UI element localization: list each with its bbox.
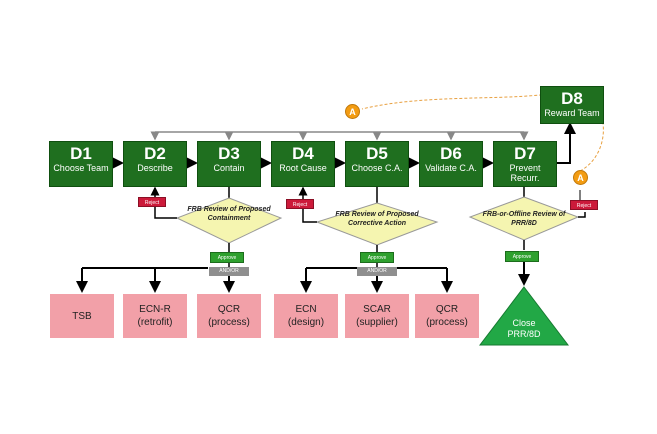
step-d6-name: Validate C.A. xyxy=(425,163,477,173)
step-d4-name: Root Cause xyxy=(279,163,327,173)
reject-tag-prr: Reject xyxy=(570,200,598,210)
action-ecn-r-line1: ECN-R xyxy=(139,304,171,315)
step-d1: D1 Choose Team xyxy=(49,141,113,187)
step-d4: D4 Root Cause xyxy=(271,141,335,187)
step-d8: D8 Reward Team xyxy=(540,86,604,124)
close-prr-label: Close PRR/8D xyxy=(494,318,554,340)
step-d6: D6 Validate C.A. xyxy=(419,141,483,187)
action-tsb-line1: TSB xyxy=(72,310,92,322)
action-scar: SCAR (supplier) xyxy=(345,294,409,338)
step-d1-code: D1 xyxy=(70,144,92,163)
step-d4-code: D4 xyxy=(292,144,314,163)
step-d7-code: D7 xyxy=(514,144,536,163)
step-d2-code: D2 xyxy=(144,144,166,163)
step-d7: D7 Prevent Recurr. xyxy=(493,141,557,187)
action-ecn-line2: (design) xyxy=(287,317,325,328)
and-or-tag-containment: AND/OR xyxy=(209,267,249,276)
connector-a-right-badge: A xyxy=(573,170,588,185)
step-d8-code: D8 xyxy=(561,89,583,108)
approve-tag-corrective: Approve xyxy=(360,252,394,263)
corrective-review-label: FRB Review of Proposed Corrective Action xyxy=(335,211,419,227)
connector-a-top-badge: A xyxy=(345,104,360,119)
reject-tag-corrective: Reject xyxy=(286,199,314,209)
action-ecn-r-line2: (retrofit) xyxy=(137,317,173,328)
step-d6-code: D6 xyxy=(440,144,462,163)
reject-tag-containment: Reject xyxy=(138,197,166,207)
approve-tag-prr: Approve xyxy=(505,251,539,262)
step-d5-code: D5 xyxy=(366,144,388,163)
step-d3-name: Contain xyxy=(213,163,245,173)
action-qcr-containment: QCR (process) xyxy=(197,294,261,338)
action-ecn: ECN (design) xyxy=(274,294,338,338)
approve-tag-containment: Approve xyxy=(210,252,244,263)
step-d3: D3 Contain xyxy=(197,141,261,187)
action-qcr-corrective-line2: (process) xyxy=(426,317,468,328)
step-d2: D2 Describe xyxy=(123,141,187,187)
and-or-tag-corrective: AND/OR xyxy=(357,267,397,276)
action-scar-line2: (supplier) xyxy=(356,317,398,328)
step-d7-name: Prevent Recurr. xyxy=(509,163,541,183)
step-d5: D5 Choose C.A. xyxy=(345,141,409,187)
step-d8-name: Reward Team xyxy=(544,108,600,118)
action-qcr-corrective-line1: QCR xyxy=(435,304,459,315)
close-line1: Close xyxy=(512,318,536,328)
action-tsb: TSB xyxy=(50,294,114,338)
action-scar-line1: SCAR xyxy=(363,304,391,315)
action-ecn-line1: ECN xyxy=(295,304,317,315)
action-qcr-containment-line1: QCR xyxy=(217,304,241,315)
step-d3-code: D3 xyxy=(218,144,240,163)
step-d1-name: Choose Team xyxy=(53,163,109,173)
action-qcr-corrective: QCR (process) xyxy=(415,294,479,338)
step-d2-name: Describe xyxy=(137,163,173,173)
step-d5-name: Choose C.A. xyxy=(351,163,403,173)
action-ecn-r: ECN-R (retrofit) xyxy=(123,294,187,338)
close-line2: PRR/8D xyxy=(507,329,541,339)
prr-review-label: FRB-or-Offline Review of PRR/8D xyxy=(482,211,566,227)
close-prr-triangle xyxy=(478,286,570,346)
action-qcr-containment-line2: (process) xyxy=(208,317,250,328)
containment-review-label: FRB Review of Proposed Containment xyxy=(187,206,271,222)
